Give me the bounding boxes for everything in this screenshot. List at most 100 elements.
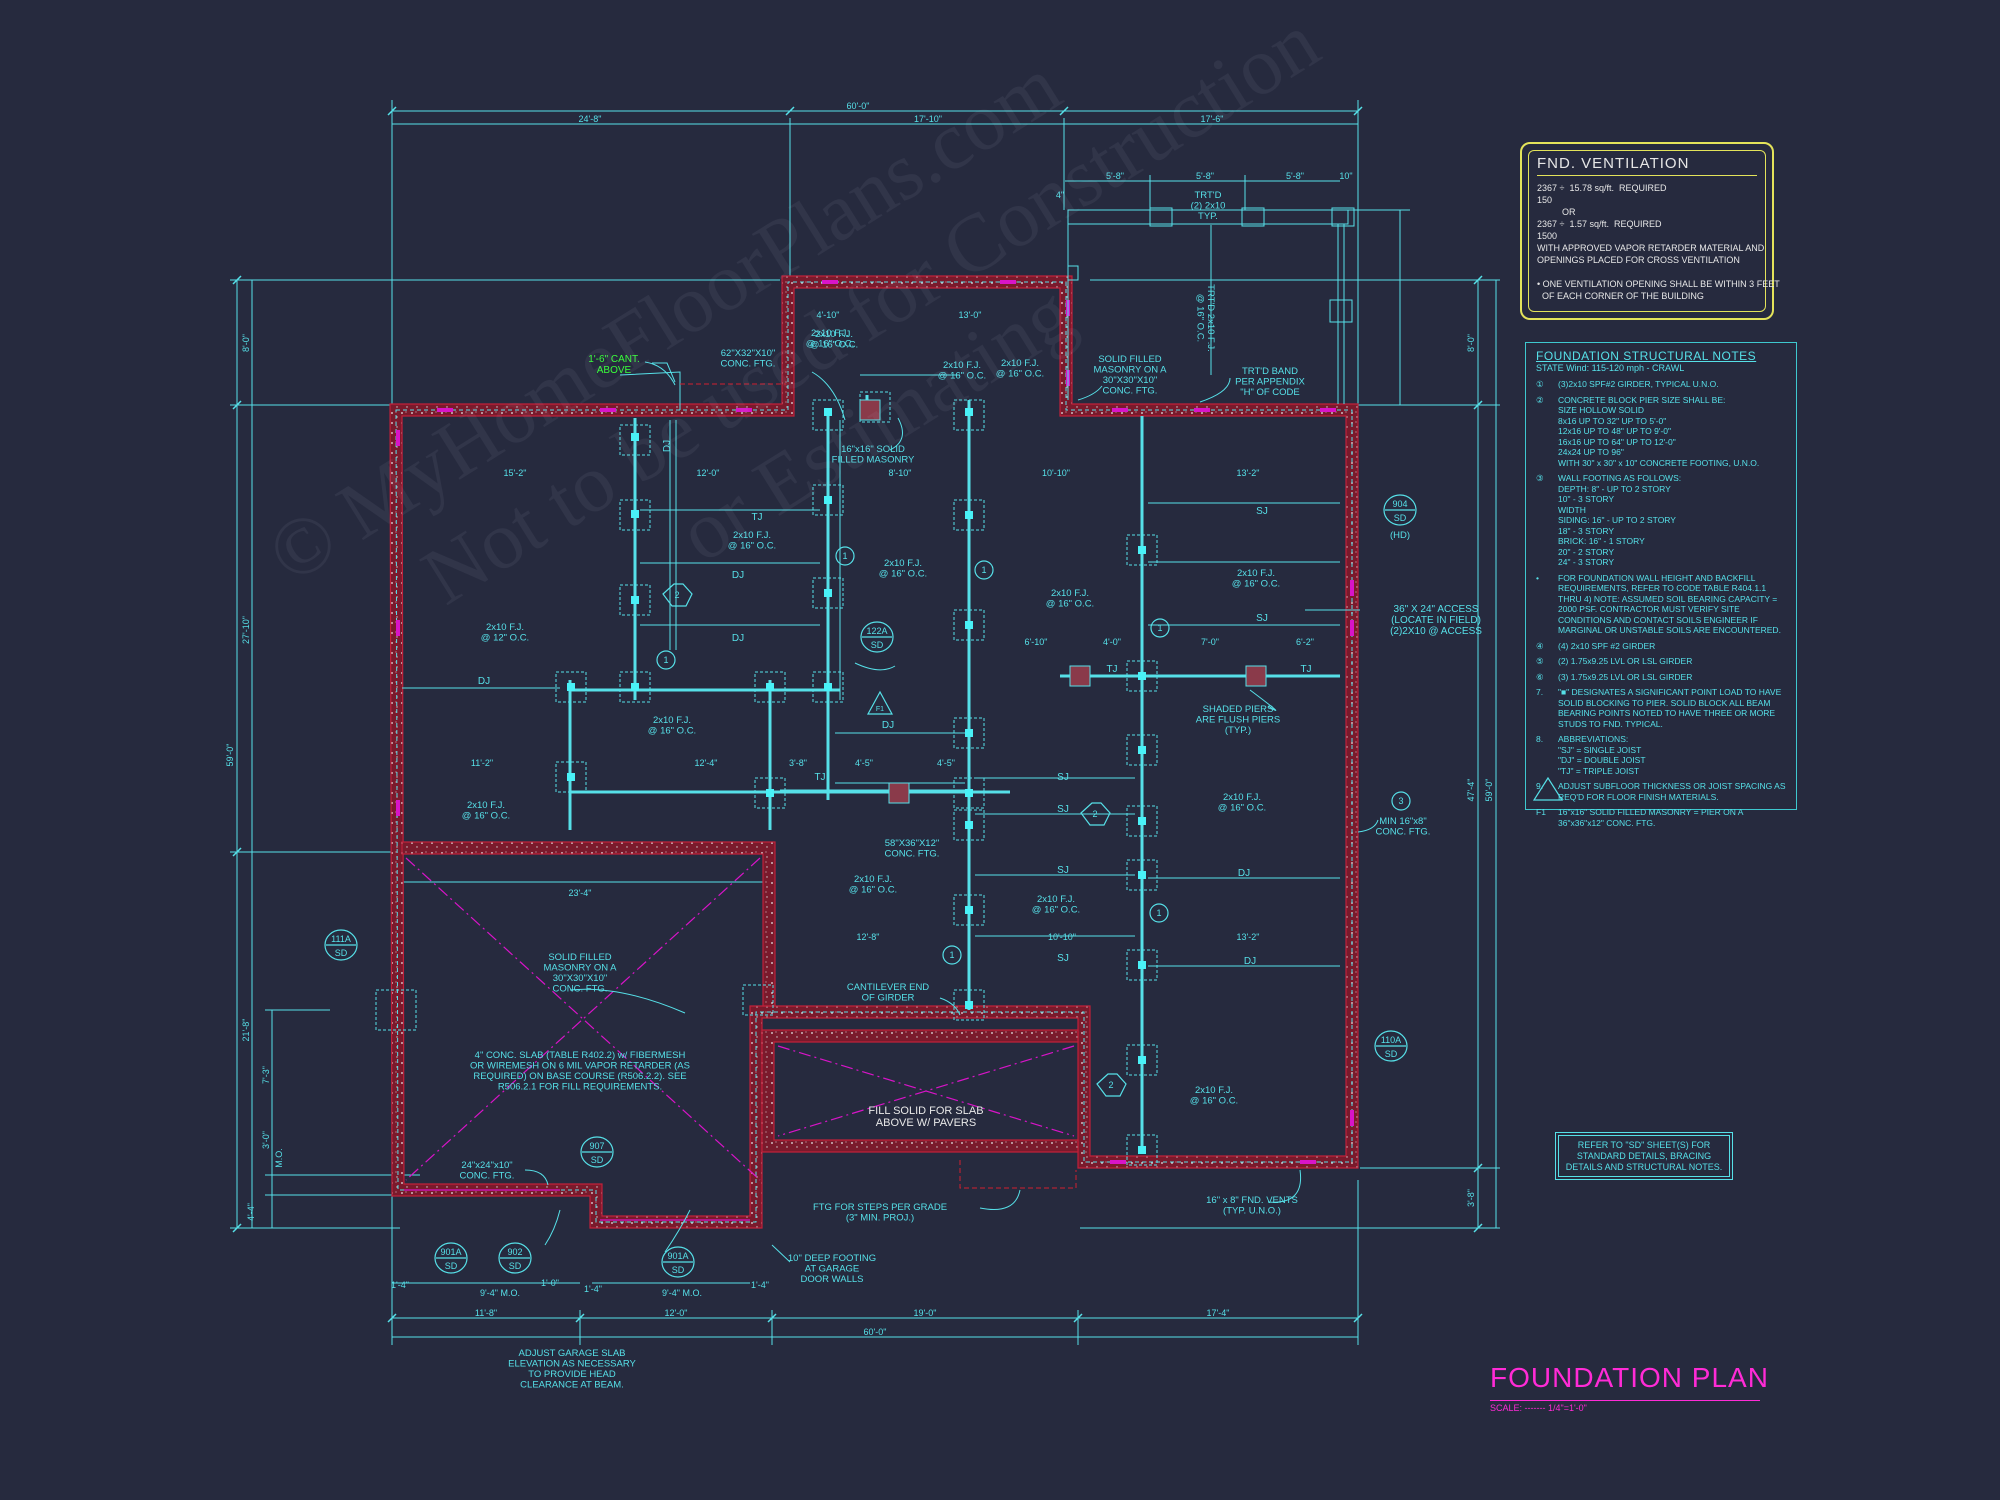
- callout-111a: 111A: [331, 934, 351, 944]
- pier-centers: [567, 408, 1146, 1154]
- dim-bot-a: 11'-8": [475, 1308, 497, 1318]
- note-number: F1: [1536, 807, 1546, 817]
- dimension-ticks: [232, 106, 1483, 1323]
- dim-12-0: 12'-0": [697, 468, 720, 478]
- hd-label: (HD): [1390, 530, 1410, 541]
- min-ftg-label: MIN 16"x8"CONC. FTG.: [1376, 816, 1431, 837]
- joist-label: 2x10 F.J.@ 16" O.C.: [648, 715, 696, 736]
- dim-10-10: 10'-10": [1042, 468, 1070, 478]
- joist-label: 2x10 F.J.@ 16" O.C.: [462, 800, 510, 821]
- dim-13-2a: 13'-2": [1237, 468, 1260, 478]
- abbreviation-labels: DJ DJ DJ DJ DJ DJ DJ TJ TJ TJ TJ SJ SJ S…: [478, 440, 1312, 967]
- joist-label: 2x10 F.J.@ 16" O.C.: [1032, 894, 1080, 915]
- dim-left-e: 3'-0": [261, 1131, 271, 1149]
- note-number: 7.: [1536, 687, 1544, 697]
- refer-note: REFER TO "SD" SHEET(S) FOR STANDARD DETA…: [1555, 1132, 1733, 1180]
- note-item: ① (3)2x10 SPF#2 GIRDER, TYPICAL U.N.O.: [1536, 379, 1786, 390]
- cant-line: [680, 383, 1077, 1189]
- note-item: ⑤(2) 1.75x9.25 LVL OR LSL GIRDER: [1536, 656, 1786, 667]
- callout-122a: 122A: [866, 626, 887, 636]
- dim-6-10: 6'-10": [1025, 637, 1048, 647]
- dim-bot-c: 19'-0": [914, 1308, 937, 1318]
- abbr-tj: TJ: [1106, 664, 1117, 675]
- ventilation-line: OF EACH CORNER OF THE BUILDING: [1537, 291, 1704, 301]
- note-item: F1 16"x16" SOLID FILLED MASONRY = PIER ON…: [1536, 807, 1786, 828]
- note-text: ADJUST SUBFLOOR THICKNESS OR JOIST SPACI…: [1558, 781, 1786, 802]
- fnd-vents-label: 16" x 8" FND. VENTS(TYP. U.N.O.): [1206, 1195, 1298, 1216]
- callout-sd: SD: [1394, 513, 1407, 523]
- callout-sd: SD: [335, 948, 348, 958]
- abbr-tj: TJ: [1300, 664, 1311, 675]
- note-labels: 1'-6" CANT.ABOVE 62"X32"X10"CONC. FTG. 1…: [460, 190, 1483, 1390]
- abbr-dj: DJ: [732, 633, 744, 644]
- ventilation-line: 2367 ÷ 15.78 sq/ft. REQUIRED: [1537, 183, 1667, 193]
- leader-lines: [524, 361, 1379, 1263]
- joist-label: 2x10 F.J.@ 16" O.C.: [879, 558, 927, 579]
- dim-porch-b: 5'-8": [1196, 171, 1214, 181]
- joist-label: 2x10 F.J.@ 16" O.C.: [996, 358, 1044, 379]
- dim-porch-c: 5'-8": [1286, 171, 1304, 181]
- callout-2: 2: [1108, 1080, 1113, 1090]
- dim-13-0: 13'-0": [959, 310, 982, 320]
- conc-24-label: 24"x24"x10"CONC. FTG.: [460, 1160, 515, 1181]
- slab-x-lines: [405, 857, 1075, 1181]
- note-item: ⑥(3) 1.75x9.25 LVL OR LSL GIRDER: [1536, 672, 1786, 683]
- dim-overall-bottom: 60'-0": [864, 1327, 887, 1337]
- dim-overall-top: 60'-0": [847, 101, 870, 111]
- conc-58-label: 58"X36"X12"CONC. FTG.: [885, 838, 940, 859]
- callout-sd: SD: [509, 1261, 522, 1271]
- note-text: 16"x16" SOLID FILLED MASONRY = PIER ON A…: [1558, 807, 1744, 828]
- callout-902: 902: [507, 1247, 522, 1257]
- ventilation-line: WITH APPROVED VAPOR RETARDER MATERIAL AN…: [1537, 243, 1765, 253]
- dim-13-2b: 13'-2": [1237, 932, 1260, 942]
- ventilation-line: OR: [1537, 207, 1576, 217]
- dim-11-2: 11'-2": [471, 758, 493, 768]
- joist-label: 2x10 F.J.@ 16" O.C.: [1218, 792, 1266, 813]
- note-number: ④: [1536, 640, 1544, 651]
- dim-mo-a: 9'-4" M.O.: [480, 1288, 520, 1298]
- note-number: ①: [1536, 379, 1544, 389]
- note-text: (4) 2x10 SPF #2 GIRDER: [1558, 640, 1656, 651]
- ventilation-box: FND. VENTILATION 2367 ÷ 15.78 sq/ft. REQ…: [1520, 142, 1780, 320]
- note-text: "■" DESIGNATES A SIGNIFICANT POINT LOAD …: [1558, 687, 1782, 729]
- dim-bot-b: 12'-0": [665, 1308, 688, 1318]
- abbr-sj: SJ: [1057, 865, 1069, 876]
- joist-labels: 2x10 F.J.@ 16" O.C. 2x10 F.J.@ 12" O.C. …: [462, 284, 1280, 1106]
- dim-4-10: 4'-10": [817, 310, 840, 320]
- dim-top-a: 24'-8": [579, 114, 602, 124]
- ventilation-line: OPENINGS PLACED FOR CROSS VENTILATION: [1537, 255, 1740, 265]
- ventilation-line: 150: [1537, 195, 1553, 205]
- dim-10-10b: 10'-10": [1048, 932, 1076, 942]
- joist-label: 2x10 F.J.@ 16" O.C.: [849, 874, 897, 895]
- ftg-steps-label: FTG FOR STEPS PER GRADE(3" MIN. PROJ.): [813, 1202, 947, 1223]
- flush-piers: [859, 399, 1267, 804]
- callout-sd: SD: [672, 1265, 685, 1275]
- note-number: 9.: [1536, 781, 1544, 791]
- dim-6-2: 6'-2": [1296, 637, 1314, 647]
- dim-right-c: 3'-8": [1466, 1189, 1476, 1207]
- plan-scale: SCALE: ------- 1/4"=1'-0": [1490, 1400, 1760, 1413]
- notes-subtitle: STATE Wind: 115-120 mph - CRAWL: [1536, 363, 1685, 373]
- note-text: ABBREVIATIONS: "SJ" = SINGLE JOIST "DJ" …: [1558, 734, 1646, 776]
- callout-sd: SD: [871, 640, 884, 650]
- dim-1-4a: 1'-4": [391, 1280, 409, 1290]
- dim-left-d: 7'-3": [261, 1066, 271, 1084]
- dim-12-4: 12'-4": [695, 758, 718, 768]
- joist-label: 2x10 F.J.@ 16" O.C.: [810, 329, 858, 350]
- note-number: ⑥: [1536, 671, 1544, 682]
- abbr-dj: DJ: [1238, 868, 1250, 879]
- joist-label: 2x10 F.J.@ 16" O.C.: [806, 328, 854, 349]
- note-text: (3)2x10 SPF#2 GIRDER, TYPICAL U.N.O.: [1558, 379, 1719, 389]
- joist-label: 2x10 F.J.@ 16" O.C.: [938, 360, 986, 381]
